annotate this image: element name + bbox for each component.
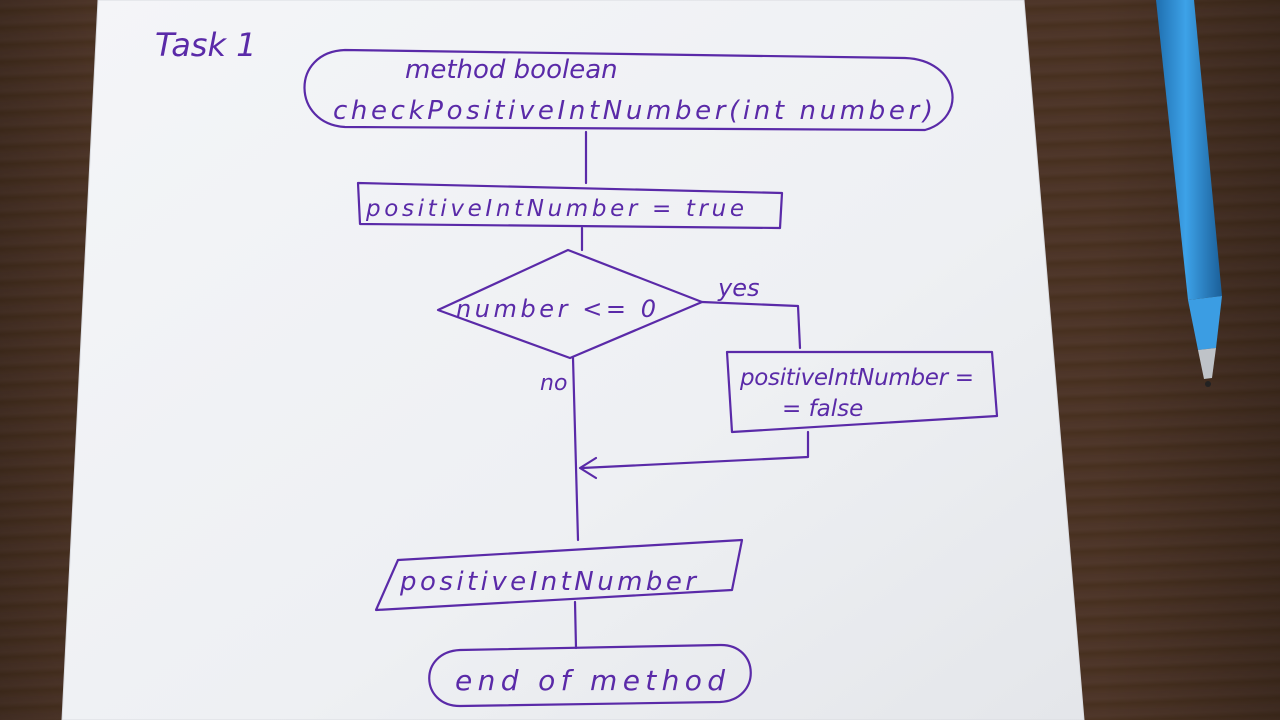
yes-label: yes [717, 274, 759, 302]
no-label: no [540, 371, 567, 396]
decision-diamond [436, 248, 704, 360]
connector-yes-branch [700, 300, 802, 350]
start-line1-text: method boolean [405, 55, 618, 85]
connector-output-end [573, 600, 578, 650]
false-box-line1: positiveIntNumber = [739, 365, 974, 391]
init-box-text: positiveIntNumber = true [365, 196, 744, 222]
connector-merge [580, 430, 810, 470]
output-text: positiveIntNumber [399, 567, 698, 597]
output-parallelogram [374, 538, 744, 612]
merge-arrow-icon [578, 456, 598, 480]
init-process-box [356, 181, 784, 230]
start-terminal-shape [303, 48, 954, 132]
false-process-box [725, 350, 999, 434]
task-title: Task 1 [155, 26, 257, 64]
connector-no-branch [571, 356, 580, 542]
end-terminal-shape [428, 643, 752, 708]
start-line2-text: checkPositiveIntNumber(int number) [333, 96, 933, 126]
ballpoint-pen-icon [1156, 0, 1222, 387]
false-box-line2: = false [782, 396, 863, 422]
